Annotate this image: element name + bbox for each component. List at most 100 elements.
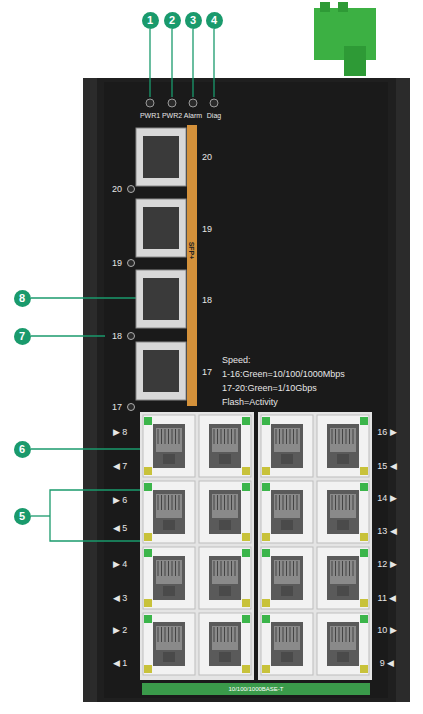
activity-led: [144, 599, 152, 607]
contact-line: [168, 561, 169, 576]
contact-line: [165, 429, 166, 444]
contact-line: [175, 561, 176, 576]
port-number: ◀ 5: [113, 524, 128, 533]
contact-line: [168, 627, 169, 642]
contact-line: [235, 627, 236, 642]
contact-line: [293, 627, 294, 642]
contact-line: [297, 627, 298, 642]
port-jack: [271, 424, 303, 468]
port-contacts: [156, 560, 182, 584]
contact-line: [339, 561, 340, 576]
contact-line: [214, 495, 215, 510]
contact-line: [179, 495, 180, 510]
contact-line: [276, 627, 277, 642]
port-frame: [261, 613, 313, 675]
port-contacts: [212, 428, 238, 452]
port-number: ▶ 2: [113, 626, 128, 635]
contact-line: [179, 561, 180, 576]
link-led: [242, 615, 250, 623]
contact-line: [231, 495, 232, 510]
contact-line: [279, 561, 280, 576]
port-jack: [327, 556, 359, 600]
contact-line: [286, 429, 287, 444]
activity-led: [360, 467, 368, 475]
link-led: [144, 417, 152, 425]
callout-number: 5: [14, 508, 31, 525]
contact-line: [332, 627, 333, 642]
activity-led: [144, 533, 152, 541]
link-led: [262, 615, 270, 623]
contact-line: [175, 429, 176, 444]
port-jack: [153, 490, 185, 534]
contact-line: [214, 627, 215, 642]
contact-line: [335, 627, 336, 642]
contact-line: [161, 429, 162, 444]
port-type-label: 10/100/1000BASE-T: [228, 686, 283, 692]
legend-note: 17-20:Green=1/10Gbps: [222, 384, 317, 393]
activity-led: [242, 665, 250, 673]
front-panel: [104, 82, 388, 698]
port-latch: [337, 454, 349, 464]
contact-line: [231, 627, 232, 642]
port-frame: [143, 415, 195, 477]
port-frame: [199, 547, 251, 609]
port-jack: [327, 490, 359, 534]
port-contacts: [330, 626, 356, 650]
contact-line: [175, 495, 176, 510]
port-contacts: [274, 494, 300, 518]
leader-lines: [31, 29, 214, 541]
led-label: PWR1: [140, 112, 160, 119]
activity-led: [144, 467, 152, 475]
port-latch: [219, 652, 231, 662]
contact-line: [339, 627, 340, 642]
contact-line: [221, 495, 222, 510]
contact-line: [276, 495, 277, 510]
contact-line: [214, 429, 215, 444]
contact-line: [228, 561, 229, 576]
contact-line: [349, 495, 350, 510]
contact-line: [297, 429, 298, 444]
port-frame: [143, 481, 195, 543]
terminal-screw: [320, 2, 330, 12]
port-frame: [143, 613, 195, 675]
contact-line: [349, 561, 350, 576]
port-jack: [209, 556, 241, 600]
contact-line: [346, 627, 347, 642]
contact-line: [228, 627, 229, 642]
port-latch: [281, 520, 293, 530]
contact-line: [224, 429, 225, 444]
port-frame: [317, 415, 369, 477]
contact-line: [297, 495, 298, 510]
port-frame: [199, 481, 251, 543]
led-label: Diag: [207, 112, 221, 119]
terminal-plug: [344, 46, 366, 76]
contact-line: [161, 627, 162, 642]
link-led: [360, 615, 368, 623]
link-led: [144, 615, 152, 623]
callout-number: 7: [14, 328, 31, 345]
port-number: 13 ◀: [377, 527, 397, 536]
port-jack: [153, 424, 185, 468]
port-frame: [317, 613, 369, 675]
port-bar: [142, 683, 370, 695]
sfp-cages: [136, 128, 186, 400]
contact-line: [214, 561, 215, 576]
contact-line: [172, 429, 173, 444]
port-number: 11 ◀: [378, 594, 397, 603]
contact-line: [228, 495, 229, 510]
contact-line: [231, 561, 232, 576]
port-number: ▶ 6: [113, 496, 128, 505]
port-jack: [327, 424, 359, 468]
contact-line: [339, 495, 340, 510]
housing-rail: [83, 78, 97, 702]
activity-led: [242, 533, 250, 541]
contact-line: [286, 495, 287, 510]
port-latch: [219, 586, 231, 596]
port-number: 17: [112, 403, 122, 412]
port-jack: [271, 490, 303, 534]
activity-led: [360, 665, 368, 673]
contact-line: [335, 495, 336, 510]
port-frame: [261, 547, 313, 609]
contact-line: [286, 627, 287, 642]
contact-line: [231, 429, 232, 444]
